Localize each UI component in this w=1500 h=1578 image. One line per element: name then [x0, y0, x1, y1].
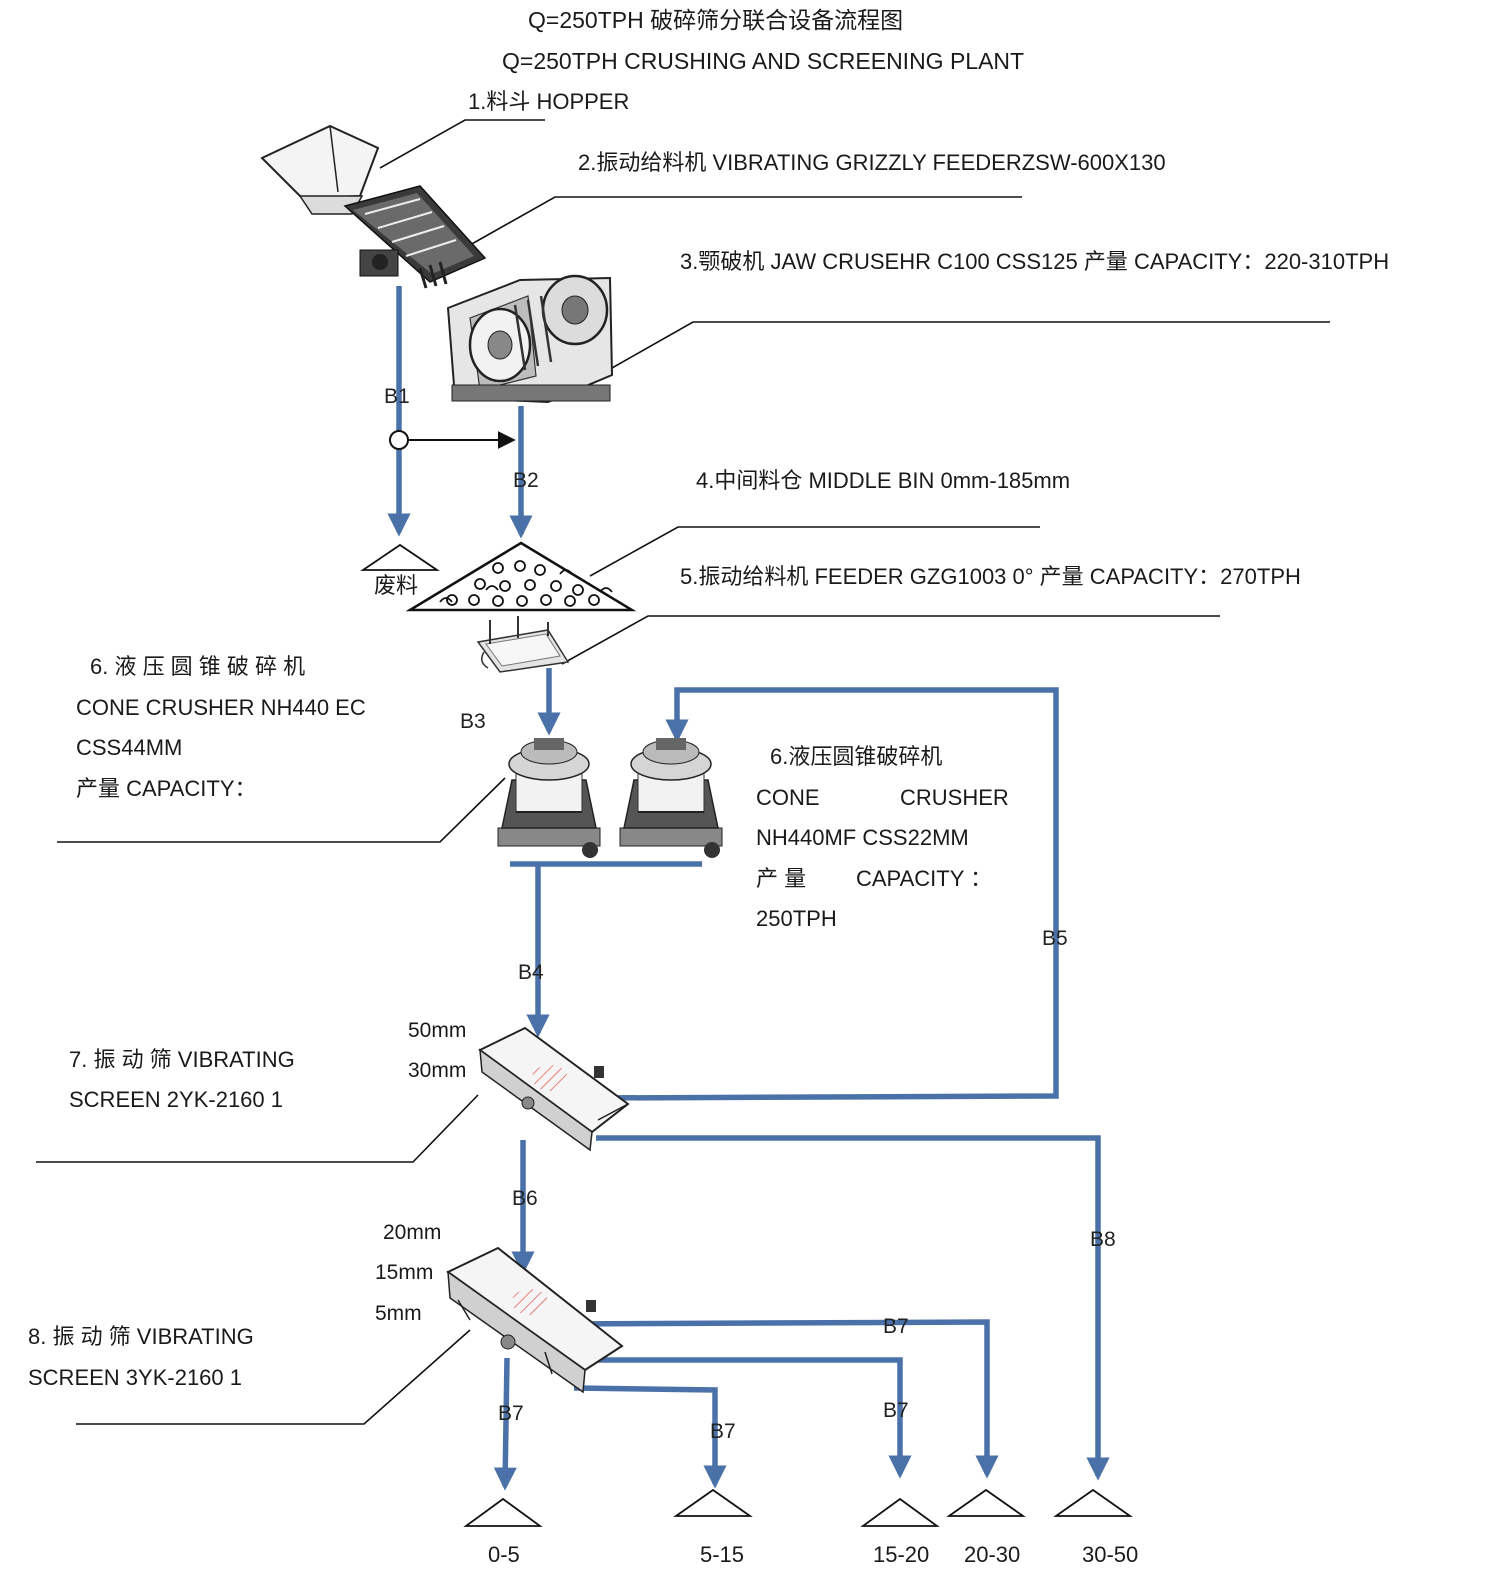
leader-hopper	[379, 119, 545, 169]
pile-15-20	[860, 1497, 940, 1527]
flow-label-b7-d: B7	[710, 1420, 736, 1443]
pile-20-30	[946, 1488, 1026, 1517]
middle-bin-pile	[405, 541, 637, 612]
mesh-s2-top: 20mm	[383, 1221, 442, 1244]
leader-screen1	[36, 1094, 479, 1163]
pile-30-50	[1053, 1488, 1133, 1517]
label-cone1-line3: CSS44MM	[76, 735, 183, 760]
product-label-0-5: 0-5	[488, 1542, 520, 1567]
label-screen2-line2: SCREEN 3YK-2160 1	[28, 1365, 242, 1390]
label-waste: 废料	[374, 573, 419, 598]
product-label-20-30: 20-30	[964, 1542, 1021, 1567]
leader-feeder2	[561, 615, 1220, 665]
label-cone2-line4b: CAPACITY ：	[856, 866, 993, 891]
label-grizzly-feeder: 2.振动给料机 VIBRATING GRIZZLY FEEDERZSW-600X…	[578, 150, 1166, 175]
label-cone2-line3: NH440MF CSS22MM	[756, 825, 969, 850]
hopper-machine	[260, 124, 380, 215]
product-piles	[463, 1488, 1133, 1527]
label-cone1-line1: 6. 液 压 圆 锥 破 碎 机	[90, 654, 306, 679]
label-cone2-line2b: CRUSHER	[900, 785, 1009, 810]
cone-crusher-2-machine	[619, 738, 723, 858]
flow-label-b2: B2	[513, 469, 539, 492]
flow-label-b8: B8	[1090, 1228, 1116, 1251]
flow-label-b7-c: B7	[498, 1402, 524, 1425]
mesh-s1-bottom: 30mm	[408, 1059, 467, 1082]
flow-label-b7-a: B7	[883, 1315, 909, 1338]
label-hopper: 1.料斗 HOPPER	[468, 89, 630, 114]
product-label-30-50: 30-50	[1082, 1542, 1139, 1567]
vibrating-screen-2-machine	[446, 1246, 624, 1394]
mesh-s2-mid: 15mm	[375, 1261, 434, 1284]
leader-bin	[589, 526, 1040, 577]
product-label-5-15: 5-15	[700, 1542, 745, 1567]
label-jaw-crusher: 3.颚破机 JAW CRUSEHR C100 CSS125 产量 CAPACIT…	[680, 249, 1390, 274]
flow-label-b4: B4	[518, 961, 544, 984]
pile-0-5	[463, 1497, 543, 1527]
mesh-s1-top: 50mm	[408, 1019, 467, 1042]
flow-label-b6: B6	[512, 1187, 538, 1210]
flow-b7-20-30	[553, 1319, 999, 1479]
bypass-valve	[389, 430, 516, 450]
flow-label-b7-b: B7	[883, 1399, 909, 1422]
product-label-15-20: 15-20	[873, 1542, 930, 1567]
bin-feeder-machine	[476, 616, 570, 673]
grizzly-feeder-machine	[343, 185, 487, 289]
label-screen1-line1: 7. 振 动 筛 VIBRATING	[69, 1047, 295, 1072]
label-cone2-line1: 6.液压圆锥破碎机	[770, 744, 943, 769]
label-cone2-line5: 250TPH	[756, 906, 837, 931]
flow-b7-5-15	[573, 1385, 727, 1489]
leader-lines	[36, 119, 1330, 1425]
cone-crusher-1-machine	[497, 738, 601, 858]
mesh-s2-bottom: 5mm	[375, 1302, 422, 1325]
flow-label-b1: B1	[384, 385, 410, 408]
flow-label-b5: B5	[1042, 927, 1068, 950]
label-cone1-line4: 产量 CAPACITY：	[76, 776, 257, 801]
pile-5-15	[673, 1488, 753, 1517]
jaw-crusher-machine	[446, 274, 614, 404]
label-screen2-line1: 8. 振 动 筛 VIBRATING	[28, 1324, 254, 1349]
flow-b7-0-5	[493, 1357, 517, 1491]
label-screen1-line2: SCREEN 2YK-2160 1	[69, 1087, 283, 1112]
vibrating-screen-1-machine	[478, 1026, 630, 1152]
flow-b7-15-20	[594, 1357, 912, 1479]
flow-b8	[596, 1135, 1110, 1481]
title-chinese: Q=250TPH 破碎筛分联合设备流程图	[528, 7, 904, 33]
leader-jaw	[611, 321, 1330, 369]
title-english: Q=250TPH CRUSHING AND SCREENING PLANT	[502, 48, 1025, 74]
label-middle-bin: 4.中间料仓 MIDDLE BIN 0mm-185mm	[696, 468, 1071, 493]
flow-label-b3: B3	[460, 710, 486, 733]
leader-feeder1	[469, 196, 1022, 246]
leader-cone1	[57, 777, 506, 843]
flow-lines	[387, 286, 1110, 1491]
label-bin-feeder: 5.振动给料机 FEEDER GZG1003 0° 产量 CAPACITY：27…	[680, 564, 1301, 589]
leader-screen2	[76, 1329, 471, 1425]
label-cone2-line2a: CONE	[756, 785, 820, 810]
label-cone2-line4a: 产 量	[756, 866, 807, 891]
flow-b5	[591, 687, 1059, 1101]
waste-pile	[360, 543, 440, 571]
label-cone1-line2: CONE CRUSHER NH440 EC	[76, 695, 366, 720]
